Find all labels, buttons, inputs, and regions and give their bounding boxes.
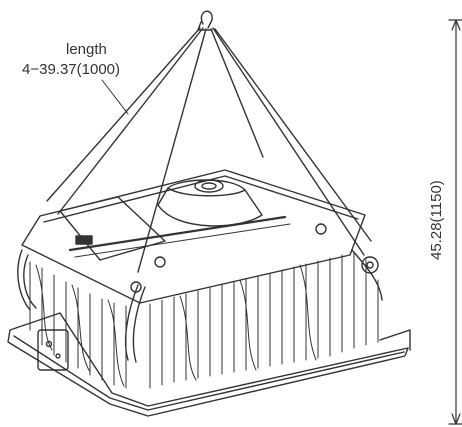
base-frame (7, 312, 411, 417)
length-leader-line (101, 79, 129, 115)
suspension-cables (46, 27, 372, 273)
side-brackets (17, 249, 383, 363)
heatsink-fins (29, 251, 379, 389)
height-dimension-line (448, 19, 462, 425)
height-dimension-value: 45.28(1150) (428, 180, 445, 260)
length-dimension-value: 4−39.37(1000) (22, 61, 120, 78)
length-label: length (66, 41, 107, 58)
top-housing (21, 169, 366, 304)
hook-icon (197, 10, 213, 31)
